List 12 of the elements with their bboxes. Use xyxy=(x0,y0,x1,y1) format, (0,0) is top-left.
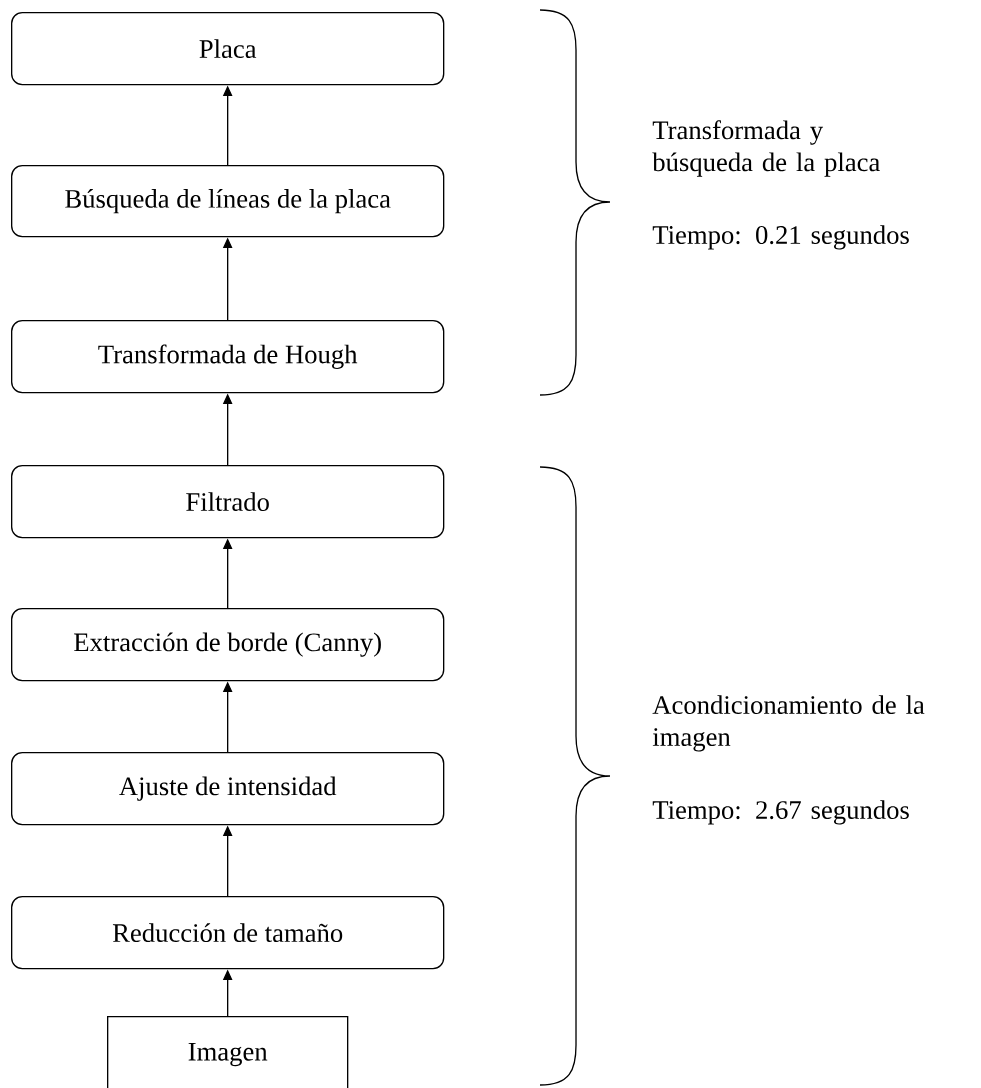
annotation-text: Acondicionamiento de la imagen xyxy=(652,695,925,752)
annotation-text: Transformada y búsqueda de la placa xyxy=(652,120,880,177)
process-box: Búsqueda de líneas de la placa xyxy=(11,165,445,238)
process-box: Placa xyxy=(11,12,445,86)
process-box: Reducción de tamaño xyxy=(11,896,445,970)
process-box: Transformada de Hough xyxy=(11,320,445,394)
process-box: Extracción de borde (Canny) xyxy=(11,608,445,682)
process-box: Filtrado xyxy=(11,465,445,539)
annotation-text: Tiempo: 0.21 segundos xyxy=(652,225,909,250)
process-box: Ajuste de intensidad xyxy=(11,752,445,826)
annotation-text: Tiempo: 2.67 segundos xyxy=(652,800,909,825)
input-box: Imagen xyxy=(107,1016,349,1088)
